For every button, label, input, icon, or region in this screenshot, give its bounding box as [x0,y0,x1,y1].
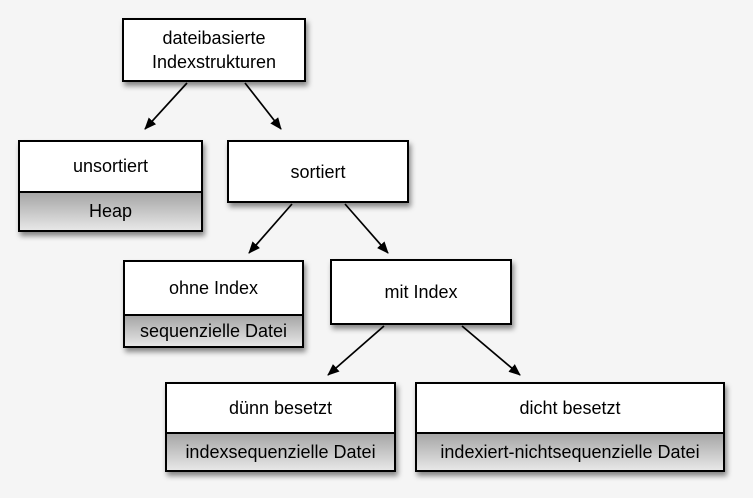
node-dateibasierte-indexstrukturen: dateibasierte Indexstrukturen [122,18,306,82]
node-dicht-besetzt-label: dicht besetzt [519,397,621,418]
node-duenn-besetzt: dünn besetzt indexsequenzielle Datei [165,382,396,472]
node-duenn-besetzt-label: dünn besetzt [228,397,333,418]
node-ohne-index-sublabel: sequenzielle Datei [125,314,302,346]
edge-root-unsortiert [144,82,188,130]
node-root-label: dateibasierte Indexstrukturen [151,28,277,72]
node-ohne-index-label: ohne Index [168,277,259,298]
edge-mit-index-duenn-besetzt [327,325,385,376]
node-mit-index: mit Index [330,259,512,325]
node-sortiert: sortiert [227,140,409,203]
node-unsortiert-sublabel: Heap [20,191,201,230]
edge-sortiert-mit-index [344,203,389,254]
edge-root-sortiert [244,82,282,130]
edge-sortiert-ohne-index [248,203,293,254]
node-unsortiert-label: unsortiert [72,156,149,176]
node-dicht-besetzt-sublabel: indexiert-nichtsequenzielle Datei [417,432,723,470]
edge-mit-index-dicht-besetzt [461,325,521,376]
node-dicht-besetzt: dicht besetzt indexiert-nichtsequenziell… [415,382,725,472]
node-mit-index-label: mit Index [384,282,458,302]
node-duenn-besetzt-sublabel: indexsequenzielle Datei [167,432,394,470]
node-unsortiert: unsortiert Heap [18,140,203,232]
node-sortiert-label: sortiert [290,161,346,182]
node-ohne-index: ohne Index sequenzielle Datei [123,260,304,348]
